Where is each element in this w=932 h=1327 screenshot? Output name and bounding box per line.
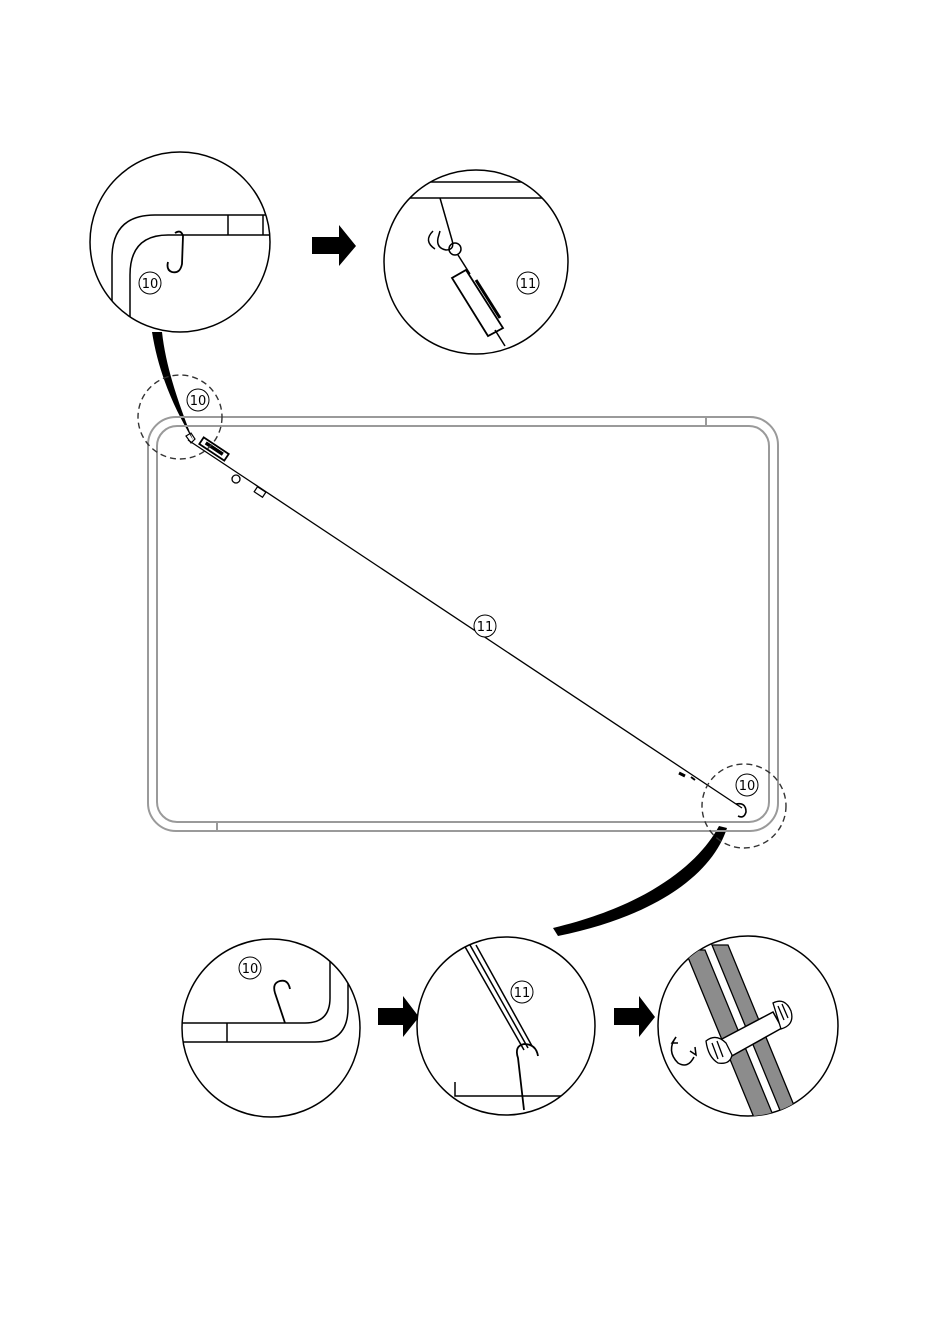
detail-bottom-left-label: 10 <box>242 962 259 977</box>
cable-assembly <box>186 433 746 817</box>
callout-cable: 11 <box>474 615 496 637</box>
detail-bottom-middle-label: 11 <box>514 986 531 1001</box>
detail-bottom-middle-cable: 11 <box>417 937 595 1115</box>
callout-cable-label: 11 <box>477 620 494 635</box>
callout-top-left-label: 10 <box>190 394 207 409</box>
callout-bottom-right-label: 10 <box>739 779 756 794</box>
detail-top-right-label: 11 <box>520 277 537 292</box>
right-arrow-icon <box>614 996 655 1037</box>
detail-bottom-left-hook: 10 <box>180 939 360 1117</box>
right-arrow-icon <box>378 996 419 1037</box>
callout-top-left: 10 <box>187 389 209 411</box>
detail-top-left-label: 10 <box>142 277 159 292</box>
connector-tail-bottom <box>553 826 727 936</box>
detail-bolt-clamp <box>658 936 838 1120</box>
right-arrow-icon <box>312 225 356 266</box>
detail-top-left-hook: 10 <box>90 152 270 340</box>
detail-top-right-tensioner: 11 <box>380 170 575 354</box>
callout-bottom-right: 10 <box>736 774 758 796</box>
